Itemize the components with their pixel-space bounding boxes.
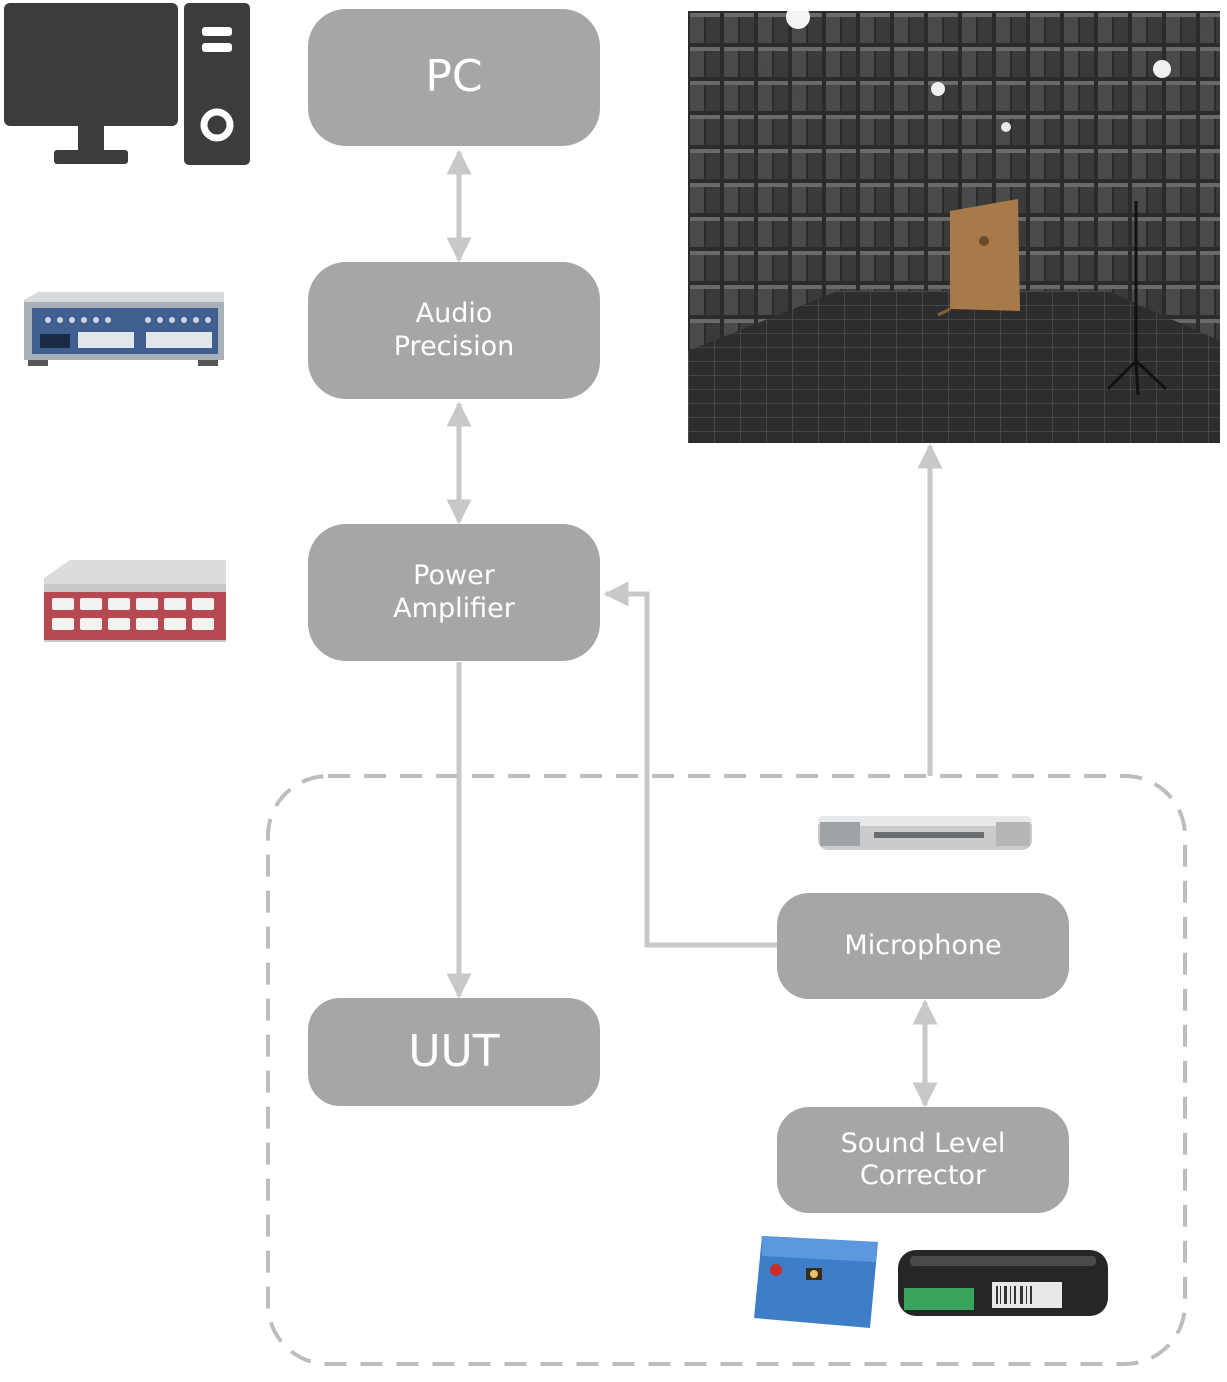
power-amplifier-label-1: Power bbox=[413, 560, 495, 592]
microphone-amplifier-link bbox=[603, 581, 778, 948]
audio-precision-label-2: Precision bbox=[393, 330, 515, 362]
power-amplifier-node: Power Amplifier bbox=[308, 524, 600, 661]
audio-precision-label-1: Audio bbox=[415, 298, 493, 330]
test-area-dashed-boundary bbox=[266, 774, 1187, 1366]
sound-level-corrector-label-2: Corrector bbox=[859, 1160, 987, 1191]
pc-node: PC bbox=[308, 9, 600, 146]
sound-level-corrector-label-1: Sound Level bbox=[840, 1127, 1006, 1159]
sound-level-meter-device-image bbox=[898, 1250, 1108, 1316]
power-amplifier-label-2: Amplifier bbox=[393, 592, 515, 624]
uut-label: UUT bbox=[408, 1025, 500, 1077]
audio-analyzer-device-image bbox=[24, 292, 224, 366]
audio-precision-node: Audio Precision bbox=[308, 262, 600, 399]
sound-level-corrector-node: Sound Level Corrector bbox=[777, 1107, 1069, 1213]
uut-node: UUT bbox=[308, 998, 600, 1106]
pc-label: PC bbox=[425, 51, 483, 103]
desktop-computer-icon bbox=[4, 3, 250, 165]
power-amplifier-device-image bbox=[44, 560, 226, 642]
sound-calibrator-device-image bbox=[754, 1236, 878, 1328]
microphone-device-image bbox=[818, 816, 1032, 850]
anechoic-chamber-photo bbox=[688, 11, 1220, 443]
microphone-node: Microphone bbox=[777, 893, 1069, 999]
microphone-label: Microphone bbox=[844, 929, 1002, 961]
